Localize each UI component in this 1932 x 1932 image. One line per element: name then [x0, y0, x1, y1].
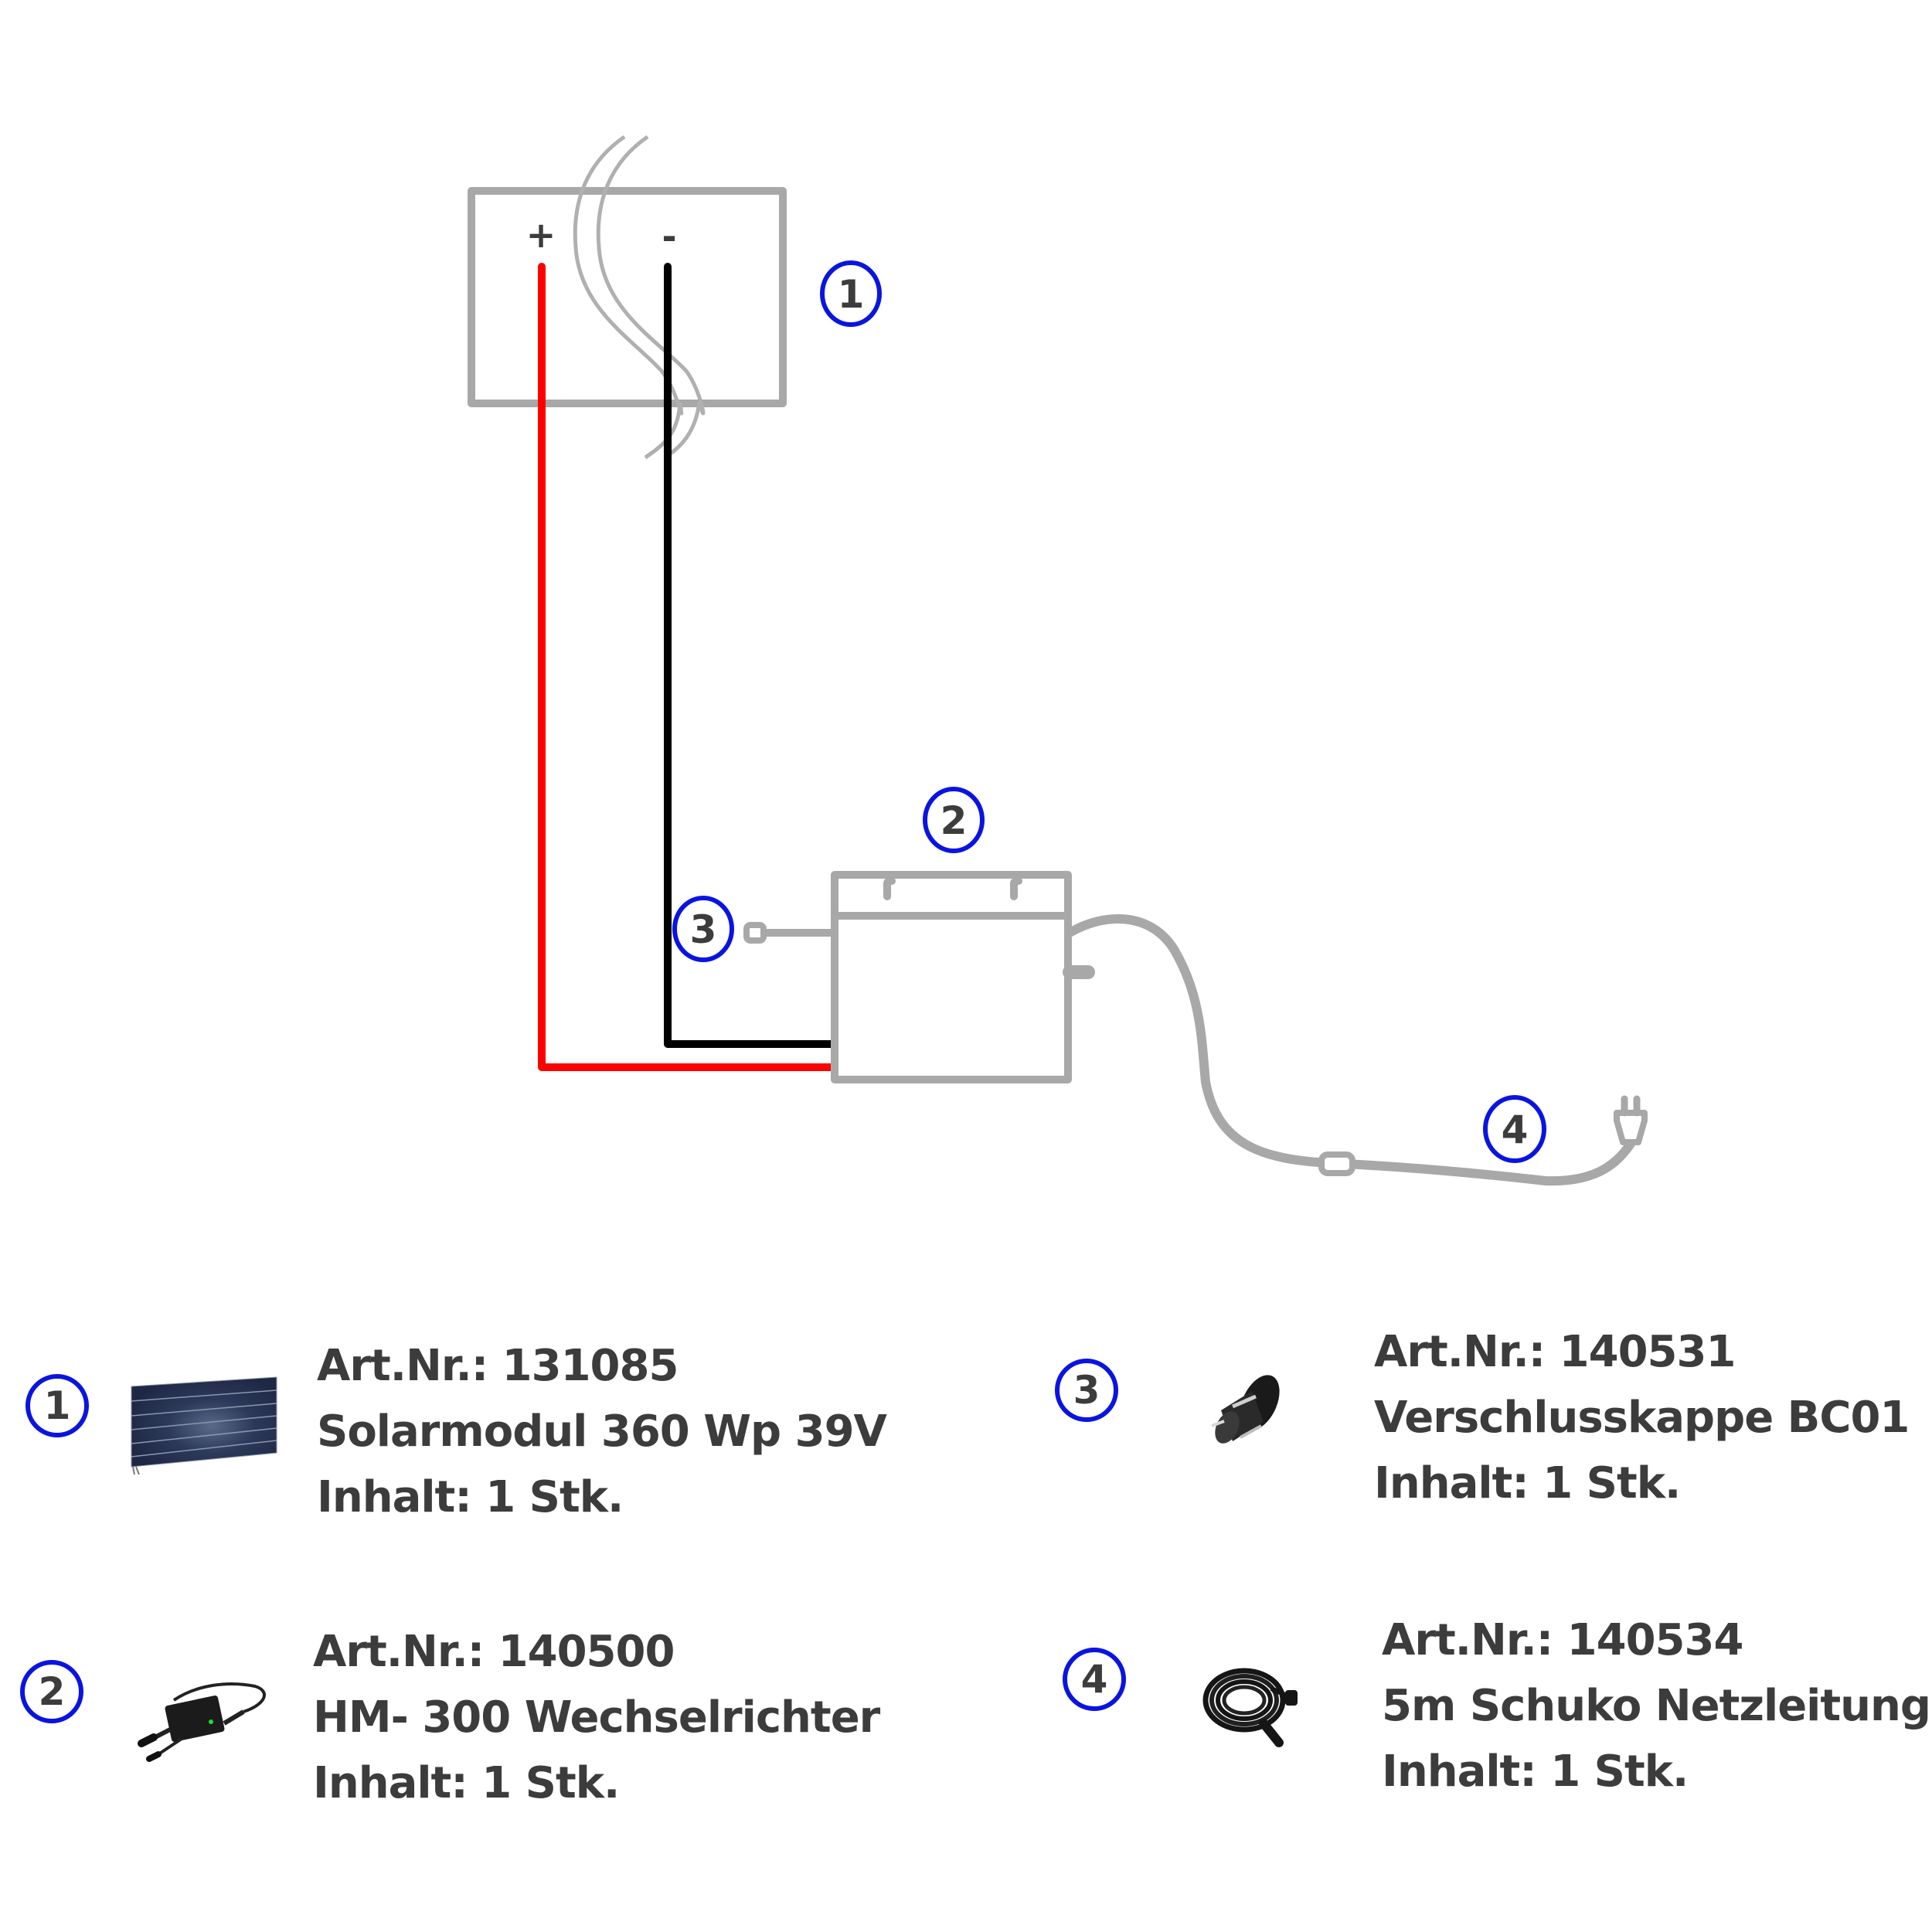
mains-cable	[1065, 913, 1635, 1186]
diagram-badge-4: 4	[1483, 1095, 1546, 1163]
part-item: 3 Art.Nr.: 140531 Verschlusskappe BC01 I…	[1043, 1306, 1932, 1538]
part-text: Art.Nr.: 140531 Verschlusskappe BC01 Inh…	[1374, 1319, 1910, 1516]
solar-panel-thumbnail	[131, 1376, 277, 1475]
part-text: Art.Nr.: 140534 5m Schuko Netzleitung In…	[1382, 1607, 1931, 1804]
part-quantity: Inhalt: 1 Stk.	[1374, 1458, 1681, 1509]
diagram-badge-4-label: 4	[1502, 1107, 1529, 1152]
negative-wire	[664, 263, 838, 1048]
panel-break-line-2	[596, 134, 706, 416]
power-cable-thumbnail	[1202, 1668, 1298, 1747]
inverter-outline	[831, 871, 1072, 1083]
solar-panel-symbol: + -	[468, 134, 787, 460]
part-article-number: Art.Nr.: 140531	[1374, 1327, 1736, 1377]
diagram-badge-2-label: 2	[940, 798, 968, 843]
part-badge: 3	[1055, 1359, 1118, 1422]
solar-panel-outline	[468, 187, 787, 407]
part-text: Art.Nr.: 131085 Solarmodul 360 Wp 39V In…	[317, 1333, 887, 1530]
diagram-badge-1: 1	[820, 260, 882, 327]
part-badge: 2	[20, 1660, 83, 1723]
part-badge: 4	[1063, 1648, 1126, 1711]
schuko-plug-icon	[1614, 1095, 1648, 1145]
diagram-badge-3: 3	[672, 896, 734, 962]
plus-terminal-label: +	[526, 214, 556, 256]
part-quantity: Inhalt: 1 Stk.	[317, 1472, 624, 1522]
part-article-number: Art.Nr.: 140534	[1382, 1615, 1743, 1665]
part-item: 2 Art.Nr.: 140500 HM- 300 Wechselrichter…	[0, 1600, 966, 1832]
mains-cable-connector	[1318, 1151, 1355, 1176]
diagram-badge-2: 2	[923, 787, 985, 853]
part-name: HM- 300 Wechselrichter	[313, 1692, 880, 1743]
part-item: 4 Art.Nr.: 140534 5m Schuko Netzleitung …	[1043, 1592, 1932, 1824]
wiring-diagram: + - 1 2 3 4	[468, 134, 1648, 1186]
inverter-mount-hook-left	[883, 877, 896, 900]
part-article-number: Art.Nr.: 140500	[313, 1627, 675, 1677]
part-badge: 1	[26, 1374, 89, 1437]
end-cap-thumbnail	[1211, 1375, 1280, 1444]
part-name: Verschlusskappe BC01	[1374, 1393, 1910, 1443]
end-cap-symbol	[743, 922, 767, 944]
part-item: 1 Art.Nr.: 131085 Solarmodul 360 Wp 39V …	[0, 1314, 966, 1546]
part-name: 5m Schuko Netzleitung	[1382, 1681, 1931, 1731]
minus-terminal-label: -	[662, 216, 676, 257]
part-quantity: Inhalt: 1 Stk.	[313, 1758, 620, 1808]
microinverter-thumbnail	[138, 1682, 266, 1762]
part-quantity: Inhalt: 1 Stk.	[1382, 1747, 1689, 1797]
diagram-badge-1-label: 1	[838, 272, 865, 317]
part-text: Art.Nr.: 140500 HM- 300 Wechselrichter I…	[313, 1619, 880, 1816]
positive-wire	[538, 263, 838, 1071]
inverter-symbol	[743, 871, 1095, 1083]
part-article-number: Art.Nr.: 131085	[317, 1341, 679, 1391]
diagram-badge-3-label: 3	[690, 907, 717, 952]
part-name: Solarmodul 360 Wp 39V	[317, 1406, 887, 1457]
panel-break-line-1	[573, 134, 684, 416]
inverter-mount-hook-right	[1010, 877, 1022, 900]
